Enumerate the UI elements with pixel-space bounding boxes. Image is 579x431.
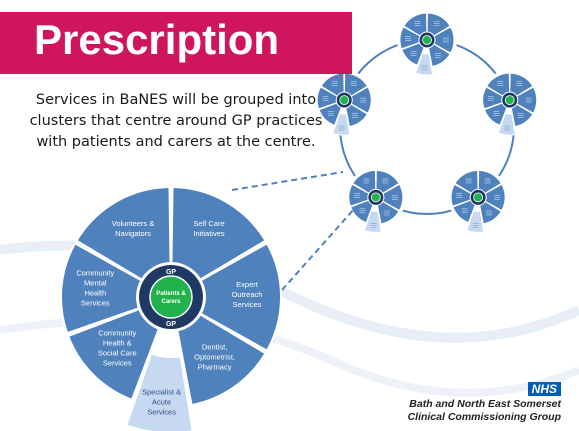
mini-segment (485, 72, 511, 97)
mini-segment (477, 169, 502, 194)
mini-segment (399, 26, 421, 50)
segment-shape (170, 185, 267, 281)
title-banner: Prescription (0, 12, 352, 74)
mini-wheel-group (314, 10, 540, 233)
mini-core (422, 35, 432, 45)
segment-shape (176, 313, 267, 407)
mini-segment (454, 169, 479, 194)
mini-core (473, 192, 484, 203)
mini-cluster-wheel (448, 167, 509, 233)
segment-dentist-optometrist-pharmacy: Dentist,Optometrist,Pharmacy (176, 313, 267, 407)
mini-cluster-wheel (397, 10, 457, 76)
mini-segment (350, 199, 374, 224)
description-text: Services in BaNES will be grouped into c… (29, 92, 323, 150)
patients-carers-core (149, 275, 193, 319)
segment-label: Volunteers &Navigators (112, 219, 155, 238)
mini-cluster-wheel (314, 70, 375, 136)
mini-core (504, 95, 515, 106)
mini-segment (450, 183, 472, 207)
mini-cluster-wheel (345, 167, 406, 233)
gp-label-top: GP (166, 269, 176, 276)
mini-segment (426, 12, 451, 37)
page-title: Prescription (34, 16, 280, 63)
segment-label: Dentist,Optometrist,Pharmacy (194, 342, 235, 371)
segment-shape (66, 307, 161, 402)
connector-line (231, 171, 344, 191)
mini-segment (375, 169, 400, 194)
segment-shape (199, 241, 282, 353)
mini-segment (318, 102, 343, 126)
mini-segment (348, 183, 370, 207)
segment-shape (60, 241, 143, 335)
ccg-logo: NHS Bath and North East Somerset Clinica… (408, 380, 561, 424)
mini-cluster-wheel (479, 70, 540, 136)
mini-segment (401, 42, 425, 66)
nhs-logo: NHS (527, 382, 561, 396)
mini-segment (509, 72, 534, 97)
segment-shape (125, 352, 194, 431)
mini-core (370, 192, 381, 203)
mini-segment (403, 12, 428, 37)
gp-label-bottom: GP (166, 321, 176, 328)
mini-segment (343, 72, 369, 97)
org-name-line-1: Bath and North East Somerset (409, 398, 561, 410)
mini-segment (316, 86, 338, 110)
centre-label: Patients &Carers (156, 291, 186, 305)
org-name-line-2: Clinical Commissioning Group (407, 411, 561, 423)
mini-segment (352, 169, 377, 194)
mini-core (339, 95, 350, 106)
mini-segment (452, 199, 476, 224)
segment-volunteers-navigators: Volunteers &Navigators (75, 185, 172, 281)
segment-shape (75, 185, 172, 281)
mini-segment (483, 102, 508, 126)
connector-line (281, 207, 356, 291)
mini-segment (482, 86, 504, 110)
